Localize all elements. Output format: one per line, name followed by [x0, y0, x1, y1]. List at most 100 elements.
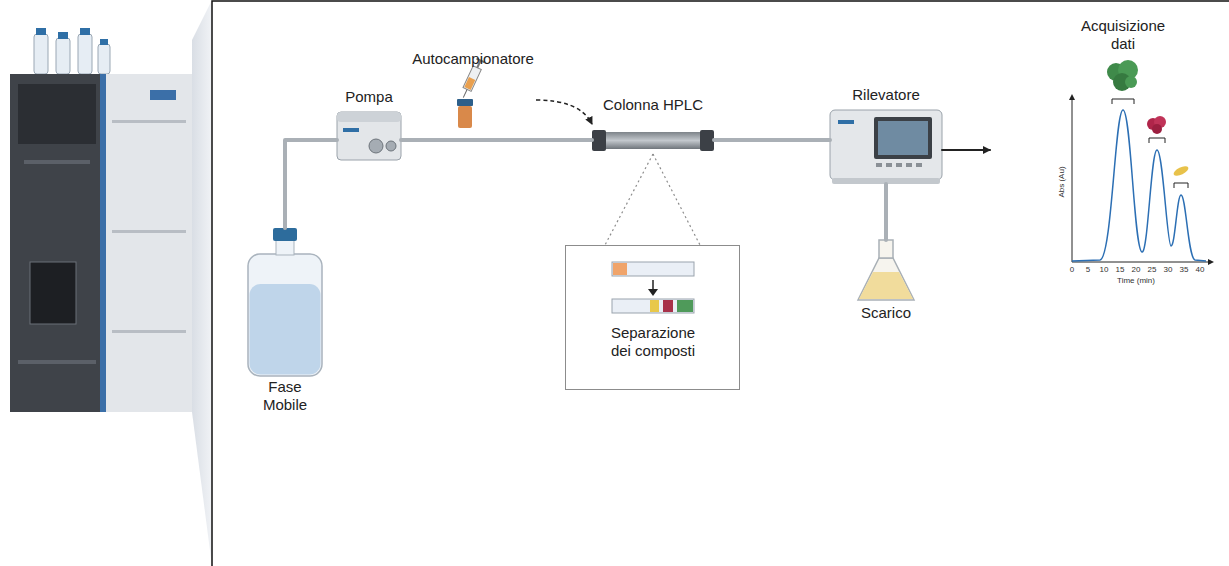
hplc-instrument-part	[78, 34, 92, 74]
axis-title: Abs (Au)	[1057, 166, 1066, 197]
hplc-instrument-part	[80, 28, 90, 35]
hplc-instrument-part	[34, 34, 48, 74]
hplc-instrument-part	[100, 74, 106, 412]
hplc-instrument-part	[150, 90, 176, 100]
tubing	[884, 184, 888, 240]
waste-node: Scarico	[846, 240, 926, 330]
mobile-phase-bottle-part	[276, 240, 294, 255]
waste-flask-part	[859, 272, 913, 299]
autosampler-icon-part-part	[463, 66, 481, 92]
hplc-instrument-part	[98, 44, 110, 74]
chromatogram-part	[1172, 164, 1189, 177]
node-label: Pompa	[345, 88, 393, 106]
node-label: Separazione dei composti	[611, 324, 695, 360]
pump-icon-part	[369, 139, 383, 153]
separation-illustration-part	[677, 300, 693, 312]
tick-label: 35	[1180, 265, 1189, 274]
detector-icon-part	[916, 163, 922, 167]
separation-illustration-part	[612, 299, 694, 313]
chromatogram-part	[1152, 124, 1162, 134]
separation-illustration-part	[613, 263, 627, 275]
detector-icon-part	[838, 120, 854, 124]
pump-node: Pompa	[337, 88, 401, 160]
column-icon-part	[592, 130, 606, 151]
autosampler-icon-part	[458, 106, 472, 128]
detector-node: Rilevatore	[830, 86, 942, 184]
detector-icon-part	[830, 110, 942, 180]
pump-icon-part	[386, 141, 396, 151]
mobile-phase-bottle-part	[250, 284, 321, 375]
zoom-line	[605, 154, 700, 245]
chromatogram-part	[1072, 98, 1073, 262]
detector-icon-part	[876, 163, 882, 167]
pump-icon-part	[337, 112, 401, 160]
data-acquisition-node: Acquisizione dati	[990, 15, 1220, 305]
zoom-wedge-part	[212, 1, 1229, 566]
tick-label: 0	[1070, 265, 1074, 274]
hplc-instrument-part	[30, 262, 76, 324]
zoom-wedge-part	[192, 0, 212, 566]
separation-illustration-part	[652, 280, 654, 290]
separation-illustration-part	[650, 300, 659, 312]
axis-title: Time (min)	[1117, 276, 1155, 285]
autosampler-icon-part	[457, 99, 473, 106]
node-label: Colonna HPLC	[603, 96, 703, 114]
data-arrow	[942, 149, 990, 151]
detector-icon	[830, 110, 942, 184]
pump-icon-part	[343, 128, 359, 132]
waste-flask-part	[858, 258, 914, 300]
detector-icon-part	[896, 163, 902, 167]
hplc-instrument	[10, 28, 192, 412]
tick-label: 30	[1164, 265, 1173, 274]
detector-icon-part	[906, 163, 912, 167]
chromatogram-part	[1174, 183, 1188, 188]
tick-label: 5	[1086, 265, 1090, 274]
chromatogram-part	[1069, 94, 1075, 100]
mobile-phase-node: Fase Mobile	[238, 228, 332, 418]
chromatogram-part	[1112, 99, 1134, 104]
detector-icon-part	[878, 121, 928, 155]
hplc-instrument-part	[36, 28, 46, 35]
tubing	[714, 138, 830, 142]
waste-flask-part	[879, 240, 893, 258]
separation-illustration-part	[648, 289, 658, 296]
hplc-instrument-part	[112, 120, 186, 123]
node-label: Autocampionatore	[412, 50, 534, 68]
detector-icon-part	[874, 117, 932, 159]
chromatogram-part	[1072, 110, 1206, 261]
separation-inset: Separazione dei composti	[565, 245, 740, 390]
separation-illustration-part	[663, 300, 673, 312]
node-label: Rilevatore	[852, 86, 920, 104]
hplc-instrument-part	[112, 330, 186, 333]
chromatogram-part	[1125, 76, 1137, 88]
node-label: Fase Mobile	[263, 378, 307, 414]
node-label: Acquisizione dati	[1081, 17, 1165, 53]
pump-icon-part	[337, 112, 401, 122]
hplc-instrument-part	[10, 74, 192, 412]
tick-label: 20	[1132, 265, 1141, 274]
hplc-instrument-part	[100, 39, 108, 45]
autosampler-icon-part-part	[463, 89, 467, 97]
chromatogram-part	[1208, 259, 1214, 265]
dashed-arrow	[536, 100, 592, 124]
mobile-phase-bottle	[248, 228, 322, 376]
chromatogram-part	[1149, 138, 1165, 143]
tick-label: 40	[1196, 265, 1205, 274]
autosampler-node: Autocampionatore	[410, 50, 536, 130]
pump-icon	[337, 112, 401, 160]
autosampler-icon-part-part	[464, 77, 475, 90]
hplc-instrument-part	[18, 84, 96, 144]
tubing	[401, 138, 592, 142]
mobile-phase-bottle-part	[248, 254, 322, 376]
waste-flask	[858, 240, 914, 300]
column-node: Colonna HPLC	[592, 96, 714, 154]
chromatogram	[1069, 60, 1214, 265]
column-icon	[592, 130, 714, 151]
autosampler-icon	[457, 59, 485, 128]
tick-label: 25	[1148, 265, 1157, 274]
column-icon-part	[700, 130, 714, 151]
separation-illustration	[612, 262, 694, 313]
tick-label: 10	[1100, 265, 1109, 274]
